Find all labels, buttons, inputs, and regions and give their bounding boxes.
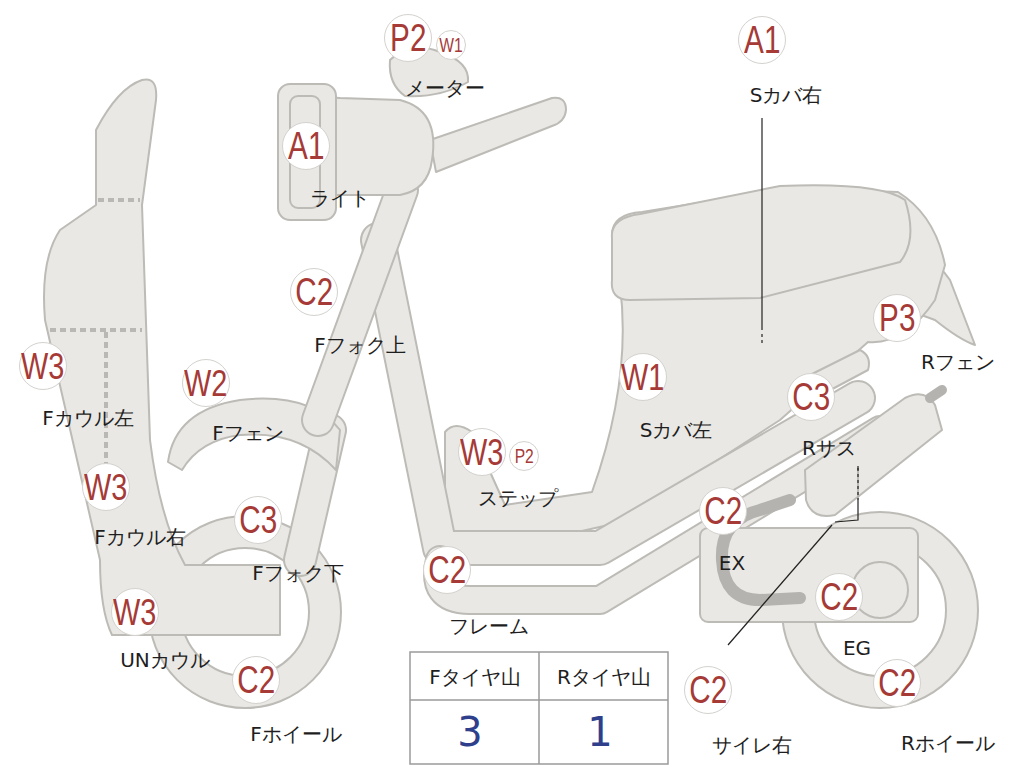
grade-circle: W3 xyxy=(82,463,130,511)
grade-code: W1 xyxy=(621,359,664,396)
damage-callout: C2EG xyxy=(815,573,863,621)
damage-callout: C2Fフォク上 xyxy=(290,268,338,316)
table-header: Fタイヤ山 xyxy=(429,666,521,688)
part-name: フレーム xyxy=(449,615,529,637)
part-name: サイレ右 xyxy=(712,734,792,756)
grade-circle: C2 xyxy=(232,656,280,704)
table-value: 1 xyxy=(587,710,612,754)
part-name: メーター xyxy=(405,77,485,99)
damage-callout: C2Rホイール xyxy=(873,659,921,707)
part-name: ライト xyxy=(310,187,370,209)
grade-code: W3 xyxy=(21,348,64,385)
table-value: 3 xyxy=(457,710,482,754)
damage-callout: W3ステップ xyxy=(458,428,506,476)
grade-code: P2 xyxy=(514,446,533,466)
damage-callout: C2サイレ右 xyxy=(684,666,732,714)
part-name: Rホイール xyxy=(901,732,995,754)
part-name: Sカバ左 xyxy=(640,419,713,441)
damage-callout: W1 xyxy=(436,30,466,60)
damage-callout: W1Sカバ左 xyxy=(619,353,667,401)
part-name: Sカバ右 xyxy=(750,84,823,106)
damage-callout: W3UNカウル xyxy=(111,588,159,636)
part-name: Fカウル右 xyxy=(94,526,186,548)
part-name: Fカウル左 xyxy=(42,407,134,429)
part-name: Fフェン xyxy=(212,422,284,444)
grade-circle: C2 xyxy=(684,666,732,714)
part-name: Fフォク下 xyxy=(252,562,344,584)
grade-circle: A1 xyxy=(282,122,330,170)
damage-callout: C3Fフォク下 xyxy=(234,496,282,544)
grade-code: W3 xyxy=(460,434,503,471)
damage-callout: C2フレーム xyxy=(423,546,471,594)
grade-code: C3 xyxy=(239,501,277,539)
grade-circle: A1 xyxy=(738,16,786,64)
part-name: Fフォク上 xyxy=(314,334,406,356)
grade-code: C2 xyxy=(878,664,916,702)
damage-callout: C2EX xyxy=(699,487,747,535)
part-name: EX xyxy=(719,552,745,574)
grade-circle: C3 xyxy=(234,496,282,544)
grade-code: W3 xyxy=(84,469,127,506)
damage-callout: W3Fカウル右 xyxy=(82,463,130,511)
grade-code: C2 xyxy=(704,492,742,530)
grade-circle: C2 xyxy=(815,573,863,621)
grade-code: C3 xyxy=(792,378,830,416)
grade-circle: W2 xyxy=(182,359,230,407)
grade-circle: P2 xyxy=(384,14,432,62)
damage-callout: A1Sカバ右 xyxy=(738,16,786,64)
part-name: UNカウル xyxy=(120,649,210,671)
grade-code: C2 xyxy=(237,661,275,699)
damage-callout: C3Rサス xyxy=(787,373,835,421)
grade-circle: C2 xyxy=(423,546,471,594)
table-header: Rタイヤ山 xyxy=(557,666,651,688)
damage-callout: W3Fカウル左 xyxy=(19,342,67,390)
grade-circle: P2 xyxy=(509,441,539,471)
grade-circle: C2 xyxy=(699,487,747,535)
damage-callout: C2Fホイール xyxy=(232,656,280,704)
part-name: Rサス xyxy=(802,437,856,459)
grade-circle: W1 xyxy=(436,30,466,60)
grade-circle: C2 xyxy=(873,659,921,707)
grade-code: C2 xyxy=(820,578,858,616)
grade-circle: C3 xyxy=(787,373,835,421)
grade-circle: W3 xyxy=(111,588,159,636)
grade-code: C2 xyxy=(689,671,727,709)
grade-circle: P3 xyxy=(873,294,921,342)
grade-code: W2 xyxy=(184,365,227,402)
grade-circle: W3 xyxy=(19,342,67,390)
part-name: Fホイール xyxy=(250,723,342,745)
damage-callout: P2メーター xyxy=(384,14,432,62)
grade-code: C2 xyxy=(428,551,466,589)
grade-circle: C2 xyxy=(290,268,338,316)
grade-code: W3 xyxy=(113,594,156,631)
grade-code: P2 xyxy=(390,19,426,57)
damage-callout: P3Rフェン xyxy=(873,294,921,342)
grade-code: A1 xyxy=(288,127,324,165)
grade-code: C2 xyxy=(295,273,333,311)
part-name: ステップ xyxy=(478,487,558,509)
grade-code: A1 xyxy=(744,21,780,59)
part-name: Rフェン xyxy=(921,351,995,373)
part-name: EG xyxy=(843,637,871,659)
damage-callout: P2 xyxy=(509,441,539,471)
grade-circle: W3 xyxy=(458,428,506,476)
damage-callout: W2Fフェン xyxy=(182,359,230,407)
grade-circle: W1 xyxy=(619,353,667,401)
grade-code: W1 xyxy=(439,35,462,55)
damage-callout: A1ライト xyxy=(282,122,330,170)
grade-code: P3 xyxy=(879,299,915,337)
